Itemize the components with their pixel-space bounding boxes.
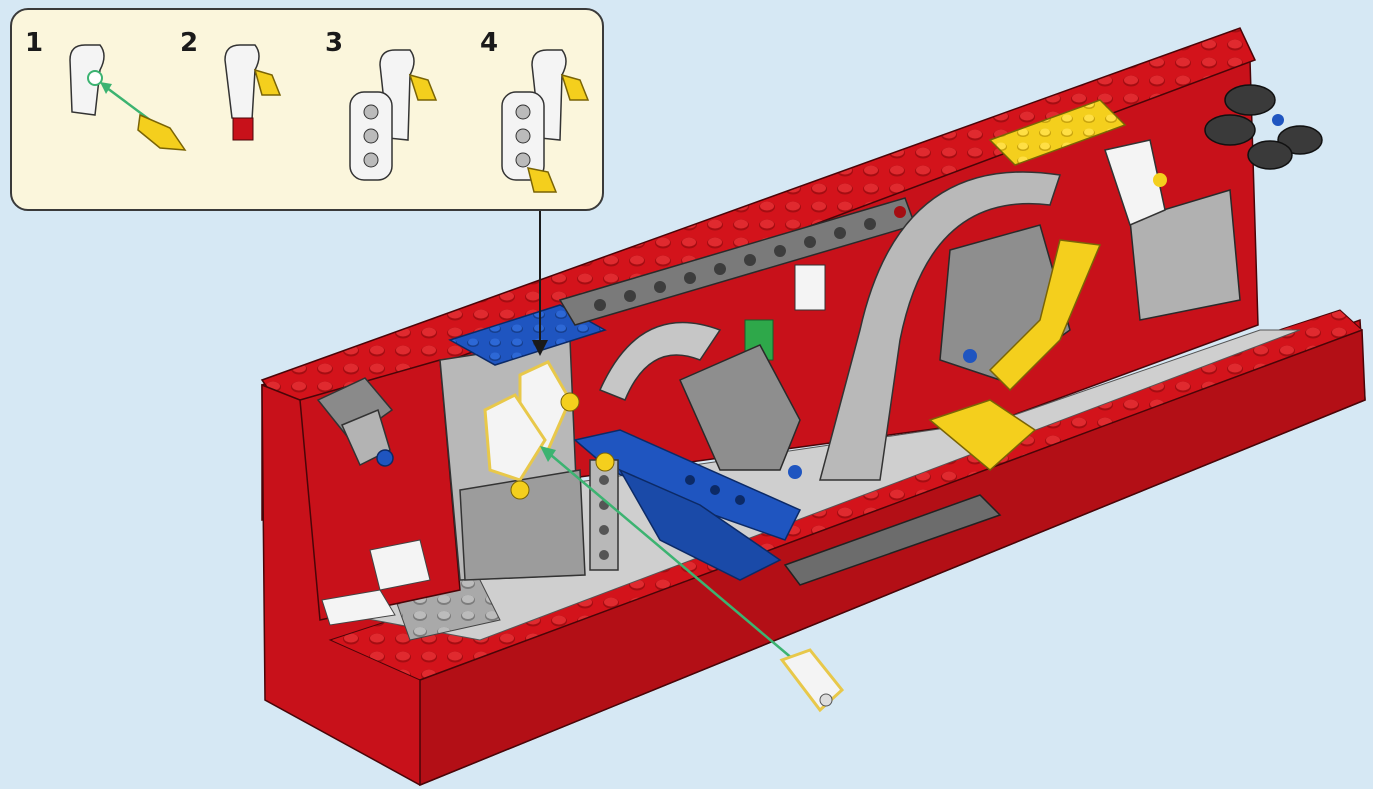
green-arrow-line [544, 449, 801, 666]
step-number-2: 2 [180, 28, 199, 58]
blue-pin-right [963, 349, 977, 363]
step-number-1: 1 [25, 28, 44, 58]
dark-gray-tile [783, 494, 1002, 586]
sub-assembly-callout [10, 8, 604, 211]
blue-wedge [618, 468, 782, 581]
gray-column-face [459, 469, 586, 581]
white-panel [794, 264, 826, 311]
red-front-face [419, 328, 1366, 787]
highlighted-new-assembly [483, 360, 615, 500]
arrow-icon [540, 446, 556, 462]
gray-tower-right [1129, 189, 1241, 321]
yellow-angle-plate [928, 399, 1037, 471]
gray-mechanism-center [679, 344, 801, 471]
black-connectors-right [1204, 84, 1323, 170]
step-number-4: 4 [480, 28, 499, 58]
yellow-plate [988, 99, 1127, 166]
blue-plate [448, 304, 607, 366]
callout-pointer-arrow [532, 340, 548, 356]
gray-arch-big [819, 171, 1061, 481]
yellow-liftarm [988, 239, 1102, 392]
white-connector-right [1104, 139, 1167, 227]
blue-liftarm-holes [685, 475, 745, 505]
left-white-tile [369, 539, 431, 591]
left-white-curve [321, 589, 396, 626]
left-gray-connector [316, 377, 394, 467]
axle-connector-icon [779, 648, 845, 713]
beam-holes [594, 218, 876, 311]
gray-arch-left [598, 321, 722, 401]
step-number-3: 3 [325, 28, 344, 58]
blue-pin-center [788, 465, 802, 479]
red-pin-beam-end [894, 206, 906, 218]
